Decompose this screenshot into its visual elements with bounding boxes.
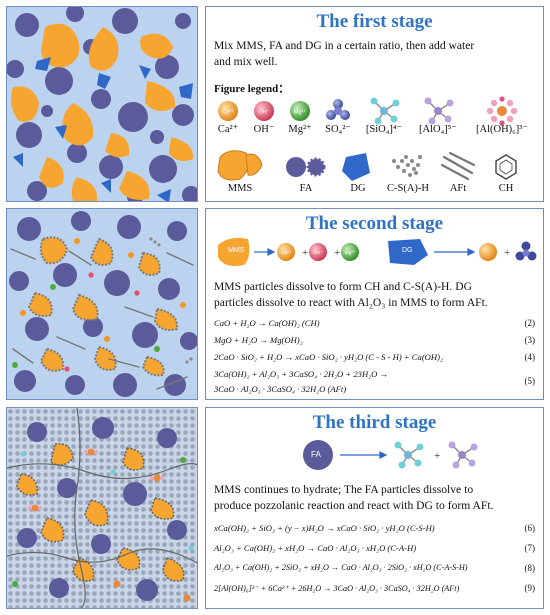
ch-legend-icon: [495, 154, 517, 180]
stage2-description-panel: The second stage + + Ca²⁺ OH⁻ Mg²⁺ + MMS…: [205, 208, 544, 400]
equation-3: MgO + H₂O → Mg(OH)₂: [214, 335, 303, 345]
aloh6-ion-icon: [486, 96, 518, 126]
equation-4: 2CaO · SiO₂ + H₂O → xCaO · SiO₂ · yH₂O (…: [214, 352, 443, 362]
equation-5-line1: 3Ca(OH)₂ + Al₂O₃ + 3CaSO₄ · 2H₂O + 23H₂O…: [214, 369, 389, 379]
stage1-title: The first stage: [316, 11, 433, 32]
equation-5-line2: 3CaO · Al₂O₃ · 3CaSO₄ · 32H₂O (AFt): [214, 384, 347, 394]
sio4-ion-icon: [394, 441, 424, 469]
ca-ion-icon: [218, 101, 238, 121]
stage3-dissolution-flow: +: [303, 440, 478, 470]
so4-ion-icon: [326, 99, 350, 120]
csah-legend-icon: [392, 155, 422, 177]
legend-label-fa: FA: [299, 183, 313, 194]
stage3-description-line1: MMS continues to hydrate; The FA particl…: [214, 483, 474, 496]
stage2-illustration: [6, 208, 198, 400]
equation-number-8: (8): [524, 563, 536, 573]
equation-6: xCa(OH)₂ + SiO₂ + (y − x)H₂O → xCaO · Si…: [214, 523, 435, 533]
stage3-description-panel: The third stage + FA MMS continues to hy…: [205, 407, 544, 609]
oh-badge: OH⁻: [259, 110, 270, 116]
alo4-ion-icon: [448, 441, 478, 469]
fa-particle-icon: [303, 440, 333, 470]
ca-ion-icon: [277, 243, 295, 261]
arrow-icon: [340, 451, 388, 459]
legend-label-ch: CH: [498, 183, 514, 194]
ca-ion-icon: [479, 243, 497, 261]
mg-badge: Mg²⁺: [345, 250, 356, 256]
legend-label-mg: Mg²⁺: [288, 124, 312, 135]
oh-badge: OH⁻: [313, 250, 323, 256]
stage2-description-line1: MMS particles dissolve to form CH and C-…: [214, 280, 472, 293]
stage2-particle-field: [7, 209, 197, 399]
stage3-particle-field: [7, 408, 197, 608]
mg-ion-icon: [290, 101, 310, 121]
fa-flow-label: FA: [311, 450, 321, 459]
mms-legend-icon: [217, 150, 263, 181]
legend-label-aft: AFt: [449, 183, 467, 194]
legend-label-csah: C-S(A)-H: [387, 183, 429, 194]
ca-badge: Ca²⁺: [281, 250, 292, 256]
legend-label-mms: MMS: [227, 183, 253, 194]
equation-8: Al₂O₃ + Ca(OH)₂ + 2SiO₂ + xH₂O → CaO · A…: [214, 563, 468, 572]
stage3-title: The third stage: [312, 412, 437, 433]
equation-2: CaO + H₂O → Ca(OH)₂ (CH): [214, 318, 320, 328]
equation-9: 2[Al(OH)₆]³⁻ + 6Ca²⁺ + 26H₂O → 3CaO · Al…: [214, 584, 460, 593]
equation-number-3: (3): [524, 335, 536, 345]
legend-label-aloh6: [Al(OH)₆]³⁻: [475, 124, 529, 135]
oh-ion-icon: [254, 101, 274, 121]
plus-sign: +: [302, 247, 308, 259]
legend-title: Figure legend：: [214, 83, 290, 95]
stage1-illustration: [6, 6, 198, 202]
equation-number-5: (5): [524, 376, 536, 386]
stage2-description-line2: particles dissolve to react with Al₂O₃ i…: [214, 296, 488, 309]
arrow-icon: [254, 248, 276, 256]
plus-sign: +: [334, 247, 340, 259]
legend-label-ca: Ca²⁺: [217, 124, 239, 135]
legend-label-so4: SO₄²⁻: [325, 124, 351, 135]
stage2-title: The second stage: [305, 213, 444, 234]
arrow-icon: [434, 248, 476, 256]
equation-number-6: (6): [524, 523, 536, 533]
legend-label-sio4: [SiO₄]⁴⁻: [365, 124, 403, 135]
legend-symbols: Ca²⁺ OH⁻ Mg²⁺: [217, 96, 518, 181]
equation-7: Al₂O₃ + Ca(OH)₂ + xH₂O → CaO · Al₂O₃ · x…: [214, 543, 417, 553]
stage1-description-line2: and mix well.: [214, 55, 278, 68]
dg-particle-icon: [388, 239, 428, 265]
alo4-ion-icon: [424, 97, 454, 125]
mg-ion-icon: [341, 243, 359, 261]
stage1-description-line1: Mix MMS, FA and DG in a certain ratio, t…: [214, 39, 475, 52]
ca-badge: Ca²⁺: [222, 110, 234, 116]
equation-number-9: (9): [524, 583, 536, 593]
mg-badge: Mg²⁺: [294, 110, 306, 116]
stage1-particle-field: [7, 7, 197, 201]
so4-ion-icon: [515, 241, 537, 261]
legend-label-dg: DG: [350, 183, 366, 194]
sio4-ion-icon: [370, 97, 400, 125]
mms-flow-label: MMS: [228, 247, 245, 254]
mms-particle-icon: [218, 237, 250, 266]
plus-sign: +: [434, 450, 440, 462]
stage1-description-panel: The first stage Mix MMS, FA and DG in a …: [205, 6, 544, 202]
oh-ion-icon: [309, 243, 327, 261]
legend-label-oh: OH⁻: [253, 124, 275, 135]
stage2-dissolution-flow: + + Ca²⁺ OH⁻ Mg²⁺ +: [218, 237, 537, 266]
aft-legend-icon: [440, 151, 476, 181]
dg-flow-label: DG: [402, 247, 413, 254]
equation-number-2: (2): [524, 318, 536, 328]
plus-sign: +: [504, 247, 510, 259]
fa-legend-icon: [286, 157, 326, 177]
stage3-illustration: [6, 407, 198, 609]
equation-number-7: (7): [524, 543, 536, 553]
stage3-description-line2: produce pozzolanic reaction and react wi…: [214, 499, 494, 512]
dg-legend-icon: [342, 153, 370, 181]
legend-label-alo4: [AlO₄]⁵⁻: [419, 124, 457, 135]
equation-number-4: (4): [524, 352, 536, 362]
